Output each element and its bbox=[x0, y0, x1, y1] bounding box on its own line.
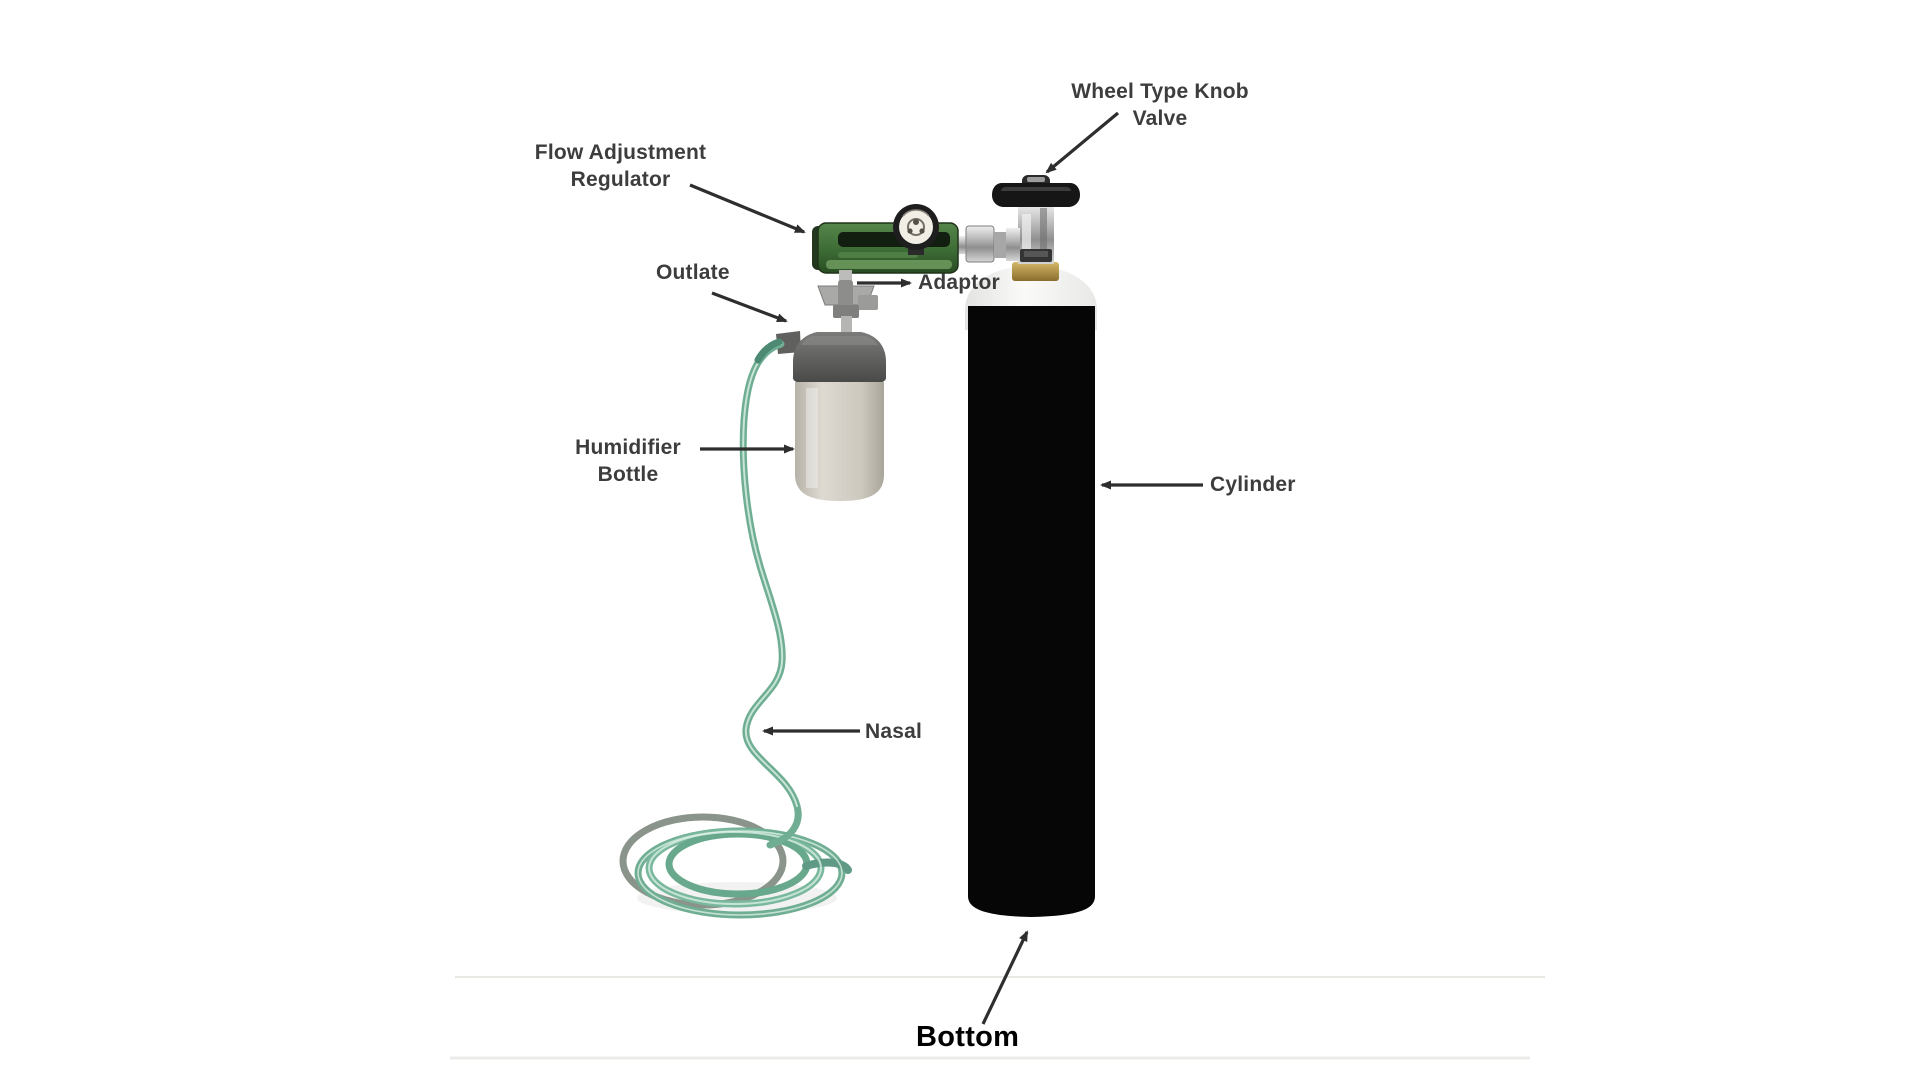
arrow-to-flow-regulator bbox=[689, 183, 806, 234]
oxygen-cylinder bbox=[952, 175, 1097, 917]
label-nasal: Nasal bbox=[865, 720, 923, 743]
cylinder-body-black bbox=[968, 306, 1095, 866]
label-line: Bottle bbox=[597, 463, 659, 486]
humidifier-body bbox=[795, 382, 884, 501]
background-floor-lines bbox=[450, 976, 1545, 1060]
arrow-to-cylinder-bottom bbox=[981, 930, 1029, 1025]
valve-inlet-connector bbox=[952, 225, 1020, 263]
arrow-to-wheel-knob-valve bbox=[1045, 111, 1120, 174]
label-line: Valve bbox=[1132, 107, 1188, 130]
label-cylinder: Cylinder bbox=[1210, 473, 1296, 496]
label-line: Humidifier bbox=[575, 436, 681, 459]
wheel-knob bbox=[992, 175, 1080, 207]
callout-arrows bbox=[689, 111, 1203, 1025]
cylinder-body-black-bottom bbox=[968, 850, 1095, 917]
cylinder-valve bbox=[1018, 203, 1054, 264]
label-flow-adjustment-regulator: Flow Adjustment Regulator bbox=[528, 139, 713, 193]
nasal-tube bbox=[619, 338, 852, 919]
pressure-gauge bbox=[893, 204, 939, 255]
label-line: Regulator bbox=[570, 168, 671, 191]
label-outlet: Outlate bbox=[656, 261, 730, 284]
arrow-to-outlet bbox=[711, 291, 788, 323]
flow-adjustment-regulator-graphic bbox=[812, 204, 959, 336]
label-bottom: Bottom bbox=[916, 1021, 1020, 1053]
label-line: Flow Adjustment bbox=[534, 141, 707, 164]
label-line: Wheel Type Knob bbox=[1071, 80, 1249, 103]
label-adaptor: Adaptor bbox=[918, 271, 1000, 294]
humidifier-bottle-graphic bbox=[776, 331, 886, 501]
cylinder-brass-ring bbox=[1012, 262, 1059, 281]
humidifier-outlet-nipple bbox=[776, 331, 801, 354]
humidifier-cap bbox=[793, 332, 886, 386]
label-humidifier-bottle: Humidifier Bottle bbox=[553, 434, 703, 488]
regulator-outlet-stem bbox=[817, 270, 878, 336]
label-wheel-type-knob-valve: Wheel Type Knob Valve bbox=[1060, 78, 1260, 132]
